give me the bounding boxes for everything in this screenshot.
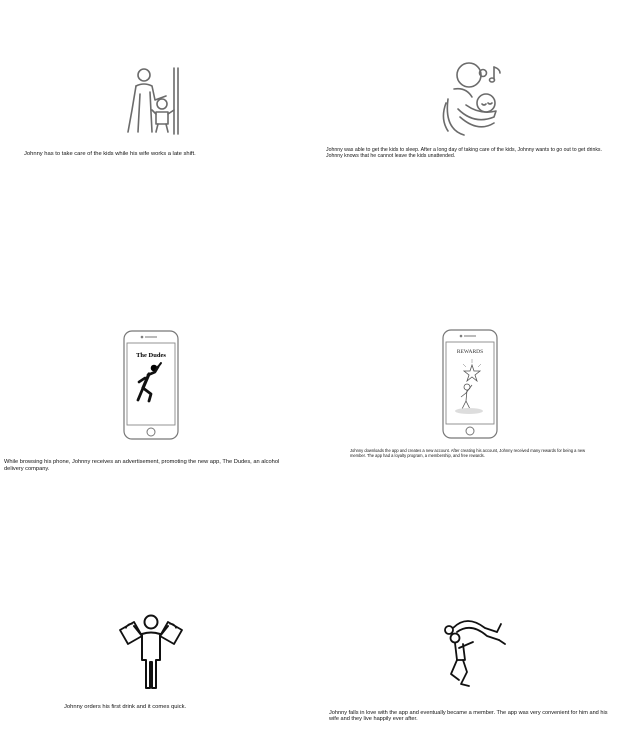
panel-1-caption: Johnny has to take care of the kids whil… (24, 151, 196, 157)
drinking-person-icon (136, 362, 162, 403)
rewards-screen-title: REWARDS (456, 349, 484, 355)
star-reward-icon (462, 359, 482, 383)
panel-4-caption: Johnny downloads the app and creates a n… (350, 448, 586, 458)
panel-2-caption: Johnny was able to get the kids to sleep… (326, 147, 602, 159)
panel-5-caption: Johnny orders his first drink and it com… (64, 704, 187, 710)
phone-ad-icon (123, 330, 179, 440)
couple-embrace-icon (439, 610, 509, 694)
parent-holding-sleeping-baby-icon (436, 59, 506, 137)
person-with-shopping-bags-icon (116, 612, 186, 692)
cheering-person-icon (455, 383, 483, 414)
parent-pushing-child-on-swing-icon (122, 66, 180, 136)
dudes-screen-title: The Dudes (136, 352, 166, 359)
phone-rewards-icon (442, 329, 498, 439)
panel-3-caption: While browsing his phone, Johnny receive… (4, 459, 280, 472)
panel-6-caption: Johnny falls in love with the app and ev… (329, 710, 608, 723)
